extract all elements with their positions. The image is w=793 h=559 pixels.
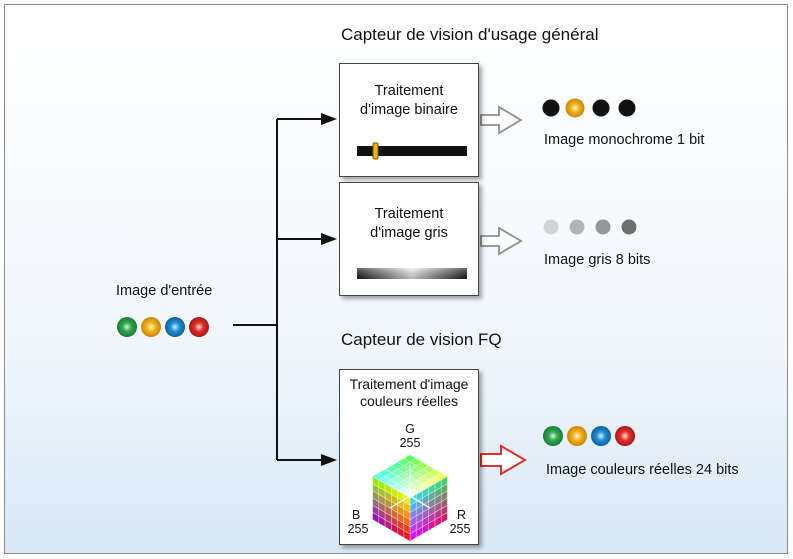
color-dot-icon — [591, 426, 611, 446]
color-dot-icon — [141, 317, 161, 337]
input-dots — [117, 317, 209, 337]
tree-connector — [233, 118, 323, 461]
fq-sensor-heading: Capteur de vision FQ — [341, 330, 502, 349]
gray-processing-title: Traitement d'image gris — [370, 206, 448, 241]
color-dot-icon — [117, 317, 137, 337]
truecolor-dots — [543, 426, 635, 446]
axis-r-label: R 255 — [449, 508, 471, 536]
color-dot-icon — [543, 426, 563, 446]
axis-b-label: B 255 — [347, 508, 369, 536]
gradient-bar-icon — [357, 268, 467, 279]
gray-dots — [543, 219, 637, 235]
monochrome-dots — [542, 98, 636, 118]
color-dot-icon — [567, 426, 587, 446]
monochrome-output-label: Image monochrome 1 bit — [544, 132, 705, 148]
truecolor-output-label: Image couleurs réelles 24 bits — [546, 462, 739, 478]
input-image-label: Image d'entrée — [116, 283, 213, 299]
general-sensor-heading: Capteur de vision d'usage général — [341, 25, 599, 44]
axis-g-label: G 255 — [399, 422, 421, 450]
black-dot-icon — [542, 99, 560, 117]
binary-processing-title: Traitement d'image binaire — [360, 83, 458, 118]
gray-processing-box: Traitement d'image gris — [339, 182, 479, 296]
diagram-frame: Capteur de vision d'usage général Capteu… — [4, 4, 788, 554]
color-dot-icon — [189, 317, 209, 337]
color-output-arrow — [480, 444, 527, 476]
truecolor-processing-box: Traitement d'image couleurs réelles G 25… — [339, 369, 479, 545]
gray-dot-icon — [595, 219, 611, 235]
slider-icon — [357, 142, 467, 160]
black-dot-icon — [618, 99, 636, 117]
binary-output-arrow — [480, 105, 523, 135]
truecolor-processing-title: Traitement d'image couleurs réelles — [349, 376, 469, 409]
gray-dot-icon — [621, 219, 637, 235]
gray-dot-icon — [569, 219, 585, 235]
binary-processing-box: Traitement d'image binaire — [339, 63, 479, 177]
gray-dot-icon — [543, 219, 559, 235]
tree-arrowheads — [321, 113, 337, 466]
gray-output-label: Image gris 8 bits — [544, 252, 651, 268]
black-dot-icon — [592, 99, 610, 117]
color-dot-icon — [165, 317, 185, 337]
color-dot-icon — [565, 98, 585, 118]
connector-lines — [117, 98, 637, 476]
gray-output-arrow — [480, 226, 523, 256]
rgb-cube-icon — [372, 454, 448, 542]
color-dot-icon — [615, 426, 635, 446]
